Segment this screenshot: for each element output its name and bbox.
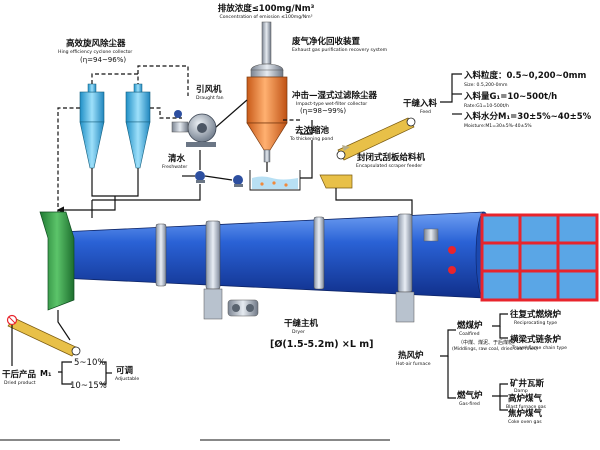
- svg-text:封闭式刮板给料机: 封闭式刮板给料机: [357, 152, 426, 163]
- svg-text:引风机: 引风机: [196, 84, 222, 95]
- svg-text:(Middlings, raw coal, dried co: (Middlings, raw coal, dried coal fines): [452, 346, 538, 352]
- svg-text:Feed: Feed: [420, 109, 431, 115]
- svg-text:Damp: Damp: [514, 388, 528, 394]
- svg-text:5~10%: 5~10%: [74, 358, 105, 368]
- gas-fired-label: 燃气炉 Gas-fired: [457, 390, 483, 407]
- adjustable-label: 可调 Adjustable: [115, 365, 139, 382]
- svg-text:Coalfired: Coalfired: [459, 331, 480, 337]
- svg-text:Gas-fired: Gas-fired: [459, 401, 480, 407]
- svg-text:Adjustable: Adjustable: [115, 376, 139, 382]
- scraper-feeder: [319, 174, 353, 189]
- hot-air-furnace: [480, 213, 599, 302]
- svg-text:燃气炉: 燃气炉: [457, 390, 483, 401]
- svg-text:Reciprocating type: Reciprocating type: [514, 320, 557, 326]
- svg-text:入料量G₁=10~500t/h: 入料量G₁=10~500t/h: [463, 91, 557, 102]
- reciprocating-option: 往复式燃烧炉 Reciprocating type: [510, 309, 562, 326]
- svg-text:可调: 可调: [116, 365, 134, 376]
- svg-text:Freshwater: Freshwater: [162, 164, 187, 170]
- svg-text:废气净化回收装置: 废气净化回收装置: [292, 36, 361, 47]
- cyclone-collector-1: [79, 83, 105, 169]
- kiln-support-1: [203, 288, 223, 320]
- kiln-ring-1: [155, 223, 167, 287]
- svg-text:矿井瓦斯: 矿井瓦斯: [510, 378, 545, 389]
- coal-fired-label: 燃煤炉 Coalfired （中煤、煤泥、于后煤粉） (Middlings, r…: [452, 320, 538, 352]
- svg-text:Hot-air furnace: Hot-air furnace: [396, 361, 431, 367]
- svg-text:Size: 0.5,200-0mm: Size: 0.5,200-0mm: [464, 82, 508, 88]
- kiln-ring-4: [397, 213, 413, 293]
- furnace-label: 热风炉 Hot-air furnace: [396, 350, 431, 367]
- fan-label: 引风机 Draught fan: [196, 84, 224, 101]
- settling-tank: [249, 170, 301, 191]
- svg-text:入料粒度：0.5~0,200~0mm: 入料粒度：0.5~0,200~0mm: [463, 70, 586, 81]
- damp-option: 矿井瓦斯 Damp: [510, 378, 545, 394]
- svg-text:Dried product: Dried product: [4, 380, 36, 386]
- svg-text:燃煤炉: 燃煤炉: [457, 320, 483, 331]
- svg-text:10~15%: 10~15%: [70, 381, 107, 391]
- svg-text:焦炉煤气: 焦炉煤气: [507, 408, 543, 419]
- emission-label: 排放浓度≤100mg/Nm³ Concentration of emission…: [218, 3, 315, 20]
- feed-label: 干缝入料 Feed: [403, 98, 438, 115]
- svg-text:清水: 清水: [168, 153, 186, 164]
- svg-text:入料水分M₁=30±5%~40±5%: 入料水分M₁=30±5%~40±5%: [463, 111, 592, 122]
- svg-text:Dryer: Dryer: [292, 329, 305, 335]
- svg-text:往复式燃烧炉: 往复式燃烧炉: [510, 309, 562, 320]
- draught-fan: [171, 110, 217, 147]
- svg-text:Hing efficiency cyclone collec: Hing efficiency cyclone collector: [58, 49, 132, 55]
- feed-specs: 入料粒度：0.5~0,200~0mm Size: 0.5,200-0mm 入料量…: [463, 70, 592, 129]
- svg-text:冲击—湿式过滤除尘器: 冲击—湿式过滤除尘器: [292, 90, 378, 101]
- svg-text:Rate:G1=10-500t/h: Rate:G1=10-500t/h: [464, 103, 509, 109]
- svg-text:(η=94~96%): (η=94~96%): [80, 56, 126, 64]
- rotary-dryer-kiln: [59, 211, 493, 299]
- svg-text:Concentration of emission ≤100: Concentration of emission ≤100mg/Nm³: [220, 14, 313, 20]
- svg-text:Impact-type wet-filter collect: Impact-type wet-filter collector: [296, 101, 367, 107]
- svg-text:[Ø(1.5-5.2m) ×L m]: [Ø(1.5-5.2m) ×L m]: [270, 339, 373, 350]
- kiln-ring-2: [205, 220, 221, 290]
- svg-text:干后产品: 干后产品: [2, 369, 37, 380]
- wet-scrubber: [246, 63, 288, 163]
- scrubber-label: 冲击—湿式过滤除尘器 Impact-type wet-filter collec…: [292, 90, 378, 115]
- product-options: 5~10% 10~15%: [70, 358, 107, 391]
- kiln-ring-3: [313, 216, 325, 290]
- product-label: 干后产品 Dried product M₁: [2, 369, 52, 386]
- feeder-label: 封闭式刮板给料机 Encapsulated scraper feeder: [356, 152, 426, 169]
- cyclone-label: 高效旋风除尘器 Hing efficiency cyclone collecto…: [58, 38, 132, 64]
- blast-gas-option: 高炉煤气 Blast furnace gas: [506, 393, 547, 410]
- svg-text:横梁式链条炉: 横梁式链条炉: [509, 334, 562, 345]
- inlet-hood: [39, 211, 75, 311]
- svg-text:高效旋风除尘器: 高效旋风除尘器: [66, 38, 126, 49]
- water-pump-icon: [195, 171, 205, 183]
- kiln-support-2: [395, 291, 415, 323]
- feed-conveyor: [336, 117, 416, 161]
- svg-text:Trawel-flame chain type: Trawel-flame chain type: [511, 345, 567, 351]
- coke-gas-option: 焦炉煤气 Coke oven gas: [507, 408, 543, 425]
- svg-text:热风炉: 热风炉: [398, 350, 424, 361]
- cyclone-collector-2: [125, 83, 151, 169]
- exhaust-stack: [261, 21, 272, 65]
- svg-text:To thickening pond: To thickening pond: [289, 136, 333, 142]
- svg-text:Encapsulated scraper feeder: Encapsulated scraper feeder: [356, 163, 422, 169]
- svg-text:干缝入料: 干缝入料: [403, 98, 438, 109]
- water-label: 清水 Freshwater: [162, 153, 187, 170]
- recovery-label: 废气净化回收装置 Exhaust gas purification recove…: [292, 36, 388, 53]
- svg-text:Draught fan: Draught fan: [196, 95, 224, 101]
- svg-text:Coke oven gas: Coke oven gas: [508, 419, 542, 425]
- svg-text:Blast furnace gas: Blast furnace gas: [506, 404, 547, 410]
- svg-text:Exhaust gas purification recov: Exhaust gas purification recovery system: [292, 47, 388, 53]
- svg-text:(η=98~99%): (η=98~99%): [300, 107, 346, 115]
- svg-text:M₁: M₁: [40, 369, 52, 378]
- svg-text:（中煤、煤泥、于后煤粉）: （中煤、煤泥、于后煤粉）: [458, 339, 518, 346]
- drive-motor: [227, 299, 259, 317]
- dryer-label: 干缝主机 Dryer [Ø(1.5-5.2m) ×L m]: [270, 318, 373, 350]
- product-conveyor: [6, 314, 81, 357]
- svg-text:高炉煤气: 高炉煤气: [508, 393, 543, 404]
- svg-text:Moisture:M1=30±5%-40±5%: Moisture:M1=30±5%-40±5%: [464, 123, 532, 129]
- slurry-pump-icon: [233, 175, 243, 187]
- svg-text:排放浓度≤100mg/Nm³: 排放浓度≤100mg/Nm³: [218, 3, 315, 14]
- chain-grate-option: 横梁式链条炉 Trawel-flame chain type: [509, 334, 567, 351]
- svg-text:干缝主机: 干缝主机: [284, 318, 319, 329]
